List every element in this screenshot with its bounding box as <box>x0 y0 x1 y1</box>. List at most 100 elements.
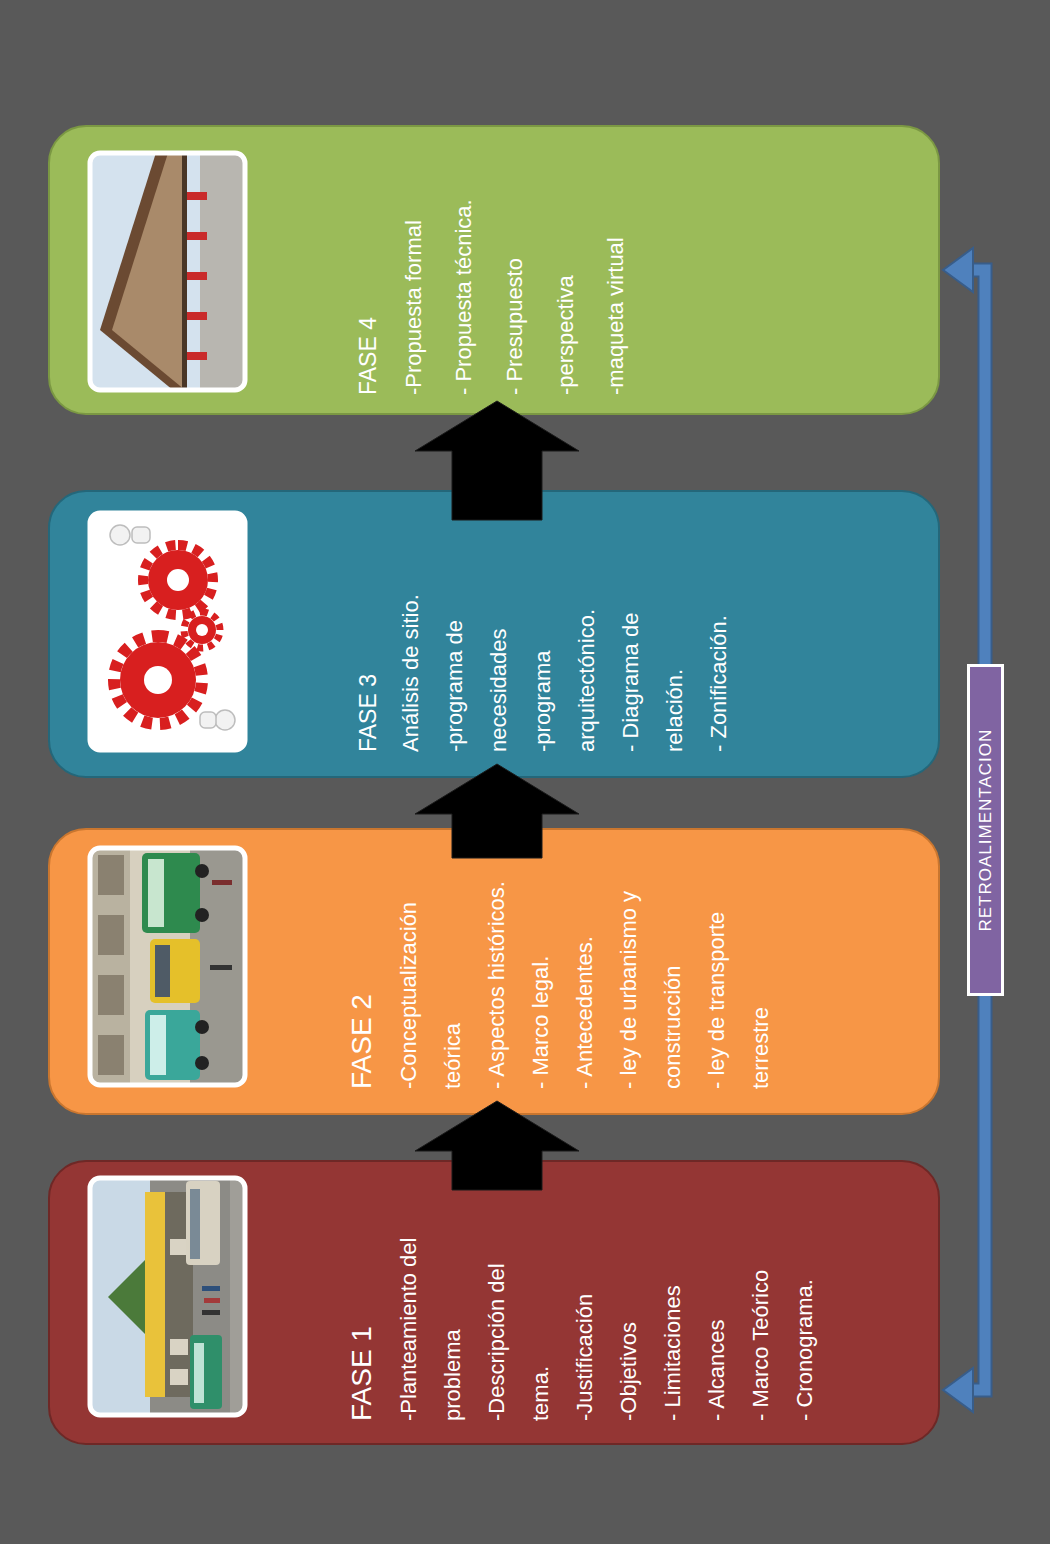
phase-item: - Alcances <box>695 1211 739 1421</box>
phase-title: FASE 2 <box>340 869 385 1089</box>
photo-shape <box>215 710 235 730</box>
terminal-photo <box>90 1178 245 1415</box>
photo-shape <box>182 153 187 390</box>
phase-item: - Zonificación. <box>697 530 741 752</box>
photo-shape <box>170 1369 188 1385</box>
gears-picture <box>90 513 245 750</box>
block-arrow-shape <box>415 764 579 858</box>
photo-shape <box>98 1035 124 1075</box>
text-column: FASE 3Análisis de sitio.-programa de nec… <box>350 530 741 752</box>
photo-shape <box>90 153 245 390</box>
phase-item: -maqueta virtual <box>591 155 642 395</box>
text-column: FASE 4-Propuesta formal- Propuesta técni… <box>350 155 642 395</box>
block-arrow <box>415 1101 579 1190</box>
photo-shape <box>90 513 245 750</box>
phase-item: -Justificación <box>563 1211 607 1421</box>
photo-shape <box>112 153 185 390</box>
phase-item: - Antecedentes. <box>563 869 607 1089</box>
photo-shape <box>185 192 207 200</box>
phase-item: - Limitaciones <box>651 1211 695 1421</box>
photo-shape <box>148 859 164 927</box>
phase-item: -Propuesta formal <box>389 155 440 395</box>
phase-title: FASE 1 <box>340 1211 385 1421</box>
phase-item: - Cronograma. <box>783 1211 827 1421</box>
photo-shape <box>195 1056 209 1070</box>
photo-shape <box>185 312 207 320</box>
phase-item: - Presupuesto <box>490 155 541 395</box>
arrow-head <box>943 248 973 292</box>
phase-item: - Propuesta técnica. <box>439 155 490 395</box>
block-arrow <box>415 401 579 520</box>
photo-shape <box>145 1010 200 1080</box>
photo-shape <box>185 352 207 360</box>
photo-shape <box>200 712 216 728</box>
photo-shape <box>185 272 207 280</box>
phase-item: - ley de urbanismo y construcción <box>607 869 695 1089</box>
photo-shape <box>194 1343 204 1403</box>
photo-shape <box>120 642 196 718</box>
photo-shape <box>98 915 124 955</box>
photo-shape <box>143 545 213 615</box>
photo-shape <box>108 1257 148 1337</box>
photo-shape <box>90 1178 245 1415</box>
photo-shape <box>90 153 245 390</box>
roof-photo <box>90 140 245 400</box>
photo-shape <box>90 848 245 1085</box>
phase-item: -Descripción del tema. <box>475 1211 563 1421</box>
photo-shape <box>90 1178 245 1415</box>
photo-shape <box>195 908 209 922</box>
edge-label: RETROALIMENTACION <box>967 664 1004 997</box>
photo-shape <box>196 624 208 636</box>
photo-shape <box>202 1286 220 1291</box>
phase-item: -programa de necesidades <box>433 530 521 752</box>
buses-photo <box>90 848 245 1085</box>
phase-item: - Marco legal. <box>519 869 563 1089</box>
photo-shape <box>202 1310 220 1315</box>
phase-item: -perspectiva <box>541 155 592 395</box>
phase-item: -Planteamiento del problema <box>387 1211 475 1421</box>
photo-shape <box>170 1339 188 1355</box>
phase-item: Análisis de sitio. <box>389 530 433 752</box>
photo-shape <box>155 945 170 997</box>
photo-shape <box>148 550 208 610</box>
photo-shape <box>185 232 207 240</box>
photo-shape <box>90 513 245 750</box>
phase-item: - Aspectos históricos. <box>475 869 519 1089</box>
photo-shape <box>167 569 189 591</box>
photo-shape <box>150 1015 166 1075</box>
photo-shape <box>132 527 150 543</box>
photo-shape <box>110 525 130 545</box>
photo-shape <box>90 153 245 390</box>
phase-item: -programa arquitectónico. <box>521 530 609 752</box>
phase-title: FASE 4 <box>350 155 387 395</box>
photo-shape <box>186 1181 220 1265</box>
photo-shape <box>100 153 185 390</box>
photo-shape <box>195 1020 209 1034</box>
phase-item: - ley de transporte terrestre <box>695 869 783 1089</box>
text-column: FASE 2-Conceptualización teórica- Aspect… <box>340 869 783 1089</box>
photo-shape <box>190 1335 222 1409</box>
photo-shape <box>90 848 245 1085</box>
photo-shape <box>114 636 202 724</box>
photo-shape <box>90 848 130 1085</box>
phase-item: -Conceptualización teórica <box>387 869 475 1089</box>
phase-item: - Marco Teórico <box>739 1211 783 1421</box>
text-column: FASE 1-Planteamiento del problema-Descri… <box>340 1211 827 1421</box>
photo-shape <box>98 975 124 1015</box>
photo-shape <box>210 965 232 970</box>
phase-item: -Objetivos <box>607 1211 651 1421</box>
photo-shape <box>150 939 200 1003</box>
photo-shape <box>170 1239 188 1255</box>
photo-shape <box>98 855 124 895</box>
block-arrow <box>415 764 579 858</box>
photo-shape <box>195 864 209 878</box>
photo-shape <box>190 1189 200 1259</box>
photo-shape <box>145 1192 165 1397</box>
photo-shape <box>90 848 245 1085</box>
arrow-head <box>943 1368 973 1412</box>
photo-shape <box>204 1298 220 1303</box>
phase-title: FASE 3 <box>350 530 387 752</box>
phase-item: - Diagrama de relación. <box>609 530 697 752</box>
